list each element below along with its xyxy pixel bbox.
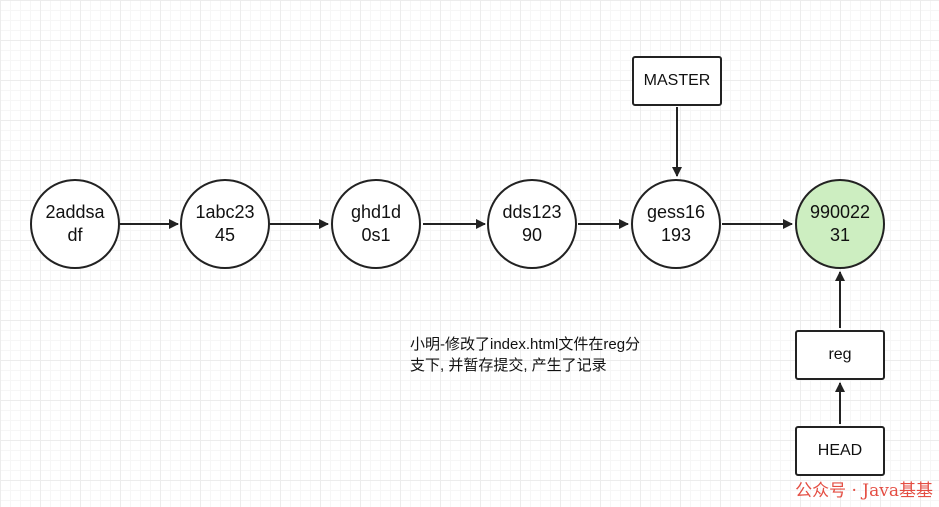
note-line2: 支下, 并暂存提交, 产生了记录 <box>410 357 607 374</box>
commit-node-dds12390: dds123 90 <box>487 179 577 269</box>
commit-hash-line2: 31 <box>829 225 851 245</box>
commit-node-99002231: 990022 31 <box>795 179 885 269</box>
commit-hash-line2: 193 <box>660 225 692 245</box>
note-line1: 小明-修改了index.html文件在reg分 <box>410 336 641 353</box>
commit-hash-line1: 990022 <box>809 202 871 222</box>
commit-hash-line1: ghd1d <box>350 202 402 222</box>
commit-hash-line1: 2addsa <box>45 202 105 222</box>
commit-hash-line2: df <box>67 225 83 245</box>
commit-node-ghd1d0s1: ghd1d 0s1 <box>331 179 421 269</box>
watermark: 公众号 · Java基基 <box>795 481 933 501</box>
commit-hash-line2: 0s1 <box>361 225 391 245</box>
commit-hash-line2: 90 <box>521 225 543 245</box>
commit-node-2addsadf: 2addsa df <box>30 179 120 269</box>
commit-node-1abc2345: 1abc23 45 <box>180 179 270 269</box>
head-pointer-label: HEAD <box>795 426 885 476</box>
reg-branch-label: reg <box>795 330 885 380</box>
commit-hash-line1: gess16 <box>646 202 706 222</box>
master-branch-label: MASTER <box>632 56 722 106</box>
annotation-note: 小明-修改了index.html文件在reg分 支下, 并暂存提交, 产生了记录 <box>410 334 700 376</box>
commit-hash-line1: 1abc23 <box>195 202 255 222</box>
commit-node-gess16193: gess16 193 <box>631 179 721 269</box>
commit-hash-line2: 45 <box>214 225 236 245</box>
commit-hash-line1: dds123 <box>502 202 562 222</box>
